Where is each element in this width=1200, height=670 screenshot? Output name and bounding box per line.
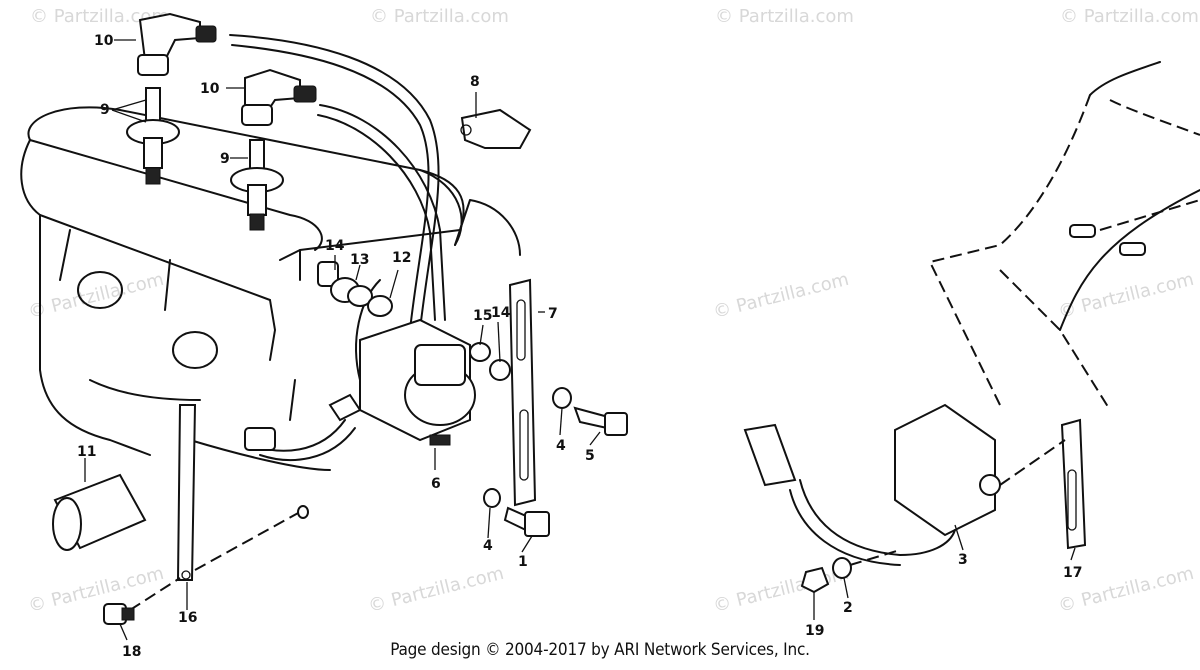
watermark-text: © Partzilla.com <box>1056 269 1196 323</box>
callout-1: 1 <box>518 554 528 570</box>
watermarks: © Partzilla.com © Partzilla.com © Partzi… <box>26 6 1199 617</box>
watermark-text: © Partzilla.com <box>366 563 506 617</box>
watermark-text: © Partzilla.com <box>26 563 166 617</box>
callout-11: 11 <box>77 444 96 460</box>
callout-15: 15 <box>473 308 492 324</box>
hardware-2-19 <box>800 549 901 594</box>
callout-8: 8 <box>470 74 480 90</box>
callout-6: 6 <box>431 476 441 492</box>
watermark-text: © Partzilla.com <box>711 563 851 617</box>
callout-10: 10 <box>94 33 114 49</box>
watermark-text: © Partzilla.com <box>711 269 851 323</box>
hardware-12-15 <box>317 261 511 381</box>
strap-16 <box>129 404 309 611</box>
ignition-coil-6 <box>244 318 476 451</box>
callout-3: 3 <box>958 552 968 568</box>
watermark-text: © Partzilla.com <box>370 6 509 27</box>
callout-16: 16 <box>178 610 197 626</box>
copyright-footer: Page design © 2004-2017 by ARI Network S… <box>390 640 810 660</box>
spark-plug-9b <box>230 139 284 231</box>
chassis-frame <box>928 61 1200 411</box>
watermark-text: © Partzilla.com <box>715 6 854 27</box>
callout-14: 14 <box>491 305 511 321</box>
callout-19: 19 <box>805 623 824 639</box>
bracket-8 <box>460 108 532 149</box>
spark-plug-9a <box>126 87 180 185</box>
callout-4: 4 <box>556 438 566 454</box>
callout-2: 2 <box>843 600 853 616</box>
callout-4: 4 <box>483 538 493 554</box>
callout-10: 10 <box>200 81 220 97</box>
callout-9: 9 <box>220 151 230 167</box>
callout-labels: 10 10 9 9 8 11 14 13 12 15 14 7 6 4 5 4 … <box>77 33 1082 660</box>
spark-plug-cap-10b <box>241 68 317 126</box>
cdi-box-3 <box>743 403 1001 566</box>
callout-18: 18 <box>122 644 141 660</box>
callout-17: 17 <box>1063 565 1082 581</box>
spark-plug-cap-10a <box>137 12 217 76</box>
bracket-7 <box>508 278 537 507</box>
callout-13: 13 <box>350 252 369 268</box>
callout-9: 9 <box>100 102 110 118</box>
engine-block <box>20 106 521 471</box>
leader-lines <box>84 39 1076 641</box>
sleeve-11 <box>52 473 147 551</box>
bolt-18 <box>103 603 135 625</box>
hardware-1-4-5 <box>483 387 628 537</box>
watermark-text: © Partzilla.com <box>26 269 166 323</box>
callout-5: 5 <box>585 448 595 464</box>
callout-12: 12 <box>392 250 411 266</box>
watermark-text: © Partzilla.com <box>1060 6 1199 27</box>
spark-plug-wires <box>229 34 446 461</box>
callout-7: 7 <box>548 306 558 322</box>
callout-14: 14 <box>325 238 345 254</box>
watermark-text: © Partzilla.com <box>30 6 169 27</box>
strap-17 <box>999 418 1087 550</box>
